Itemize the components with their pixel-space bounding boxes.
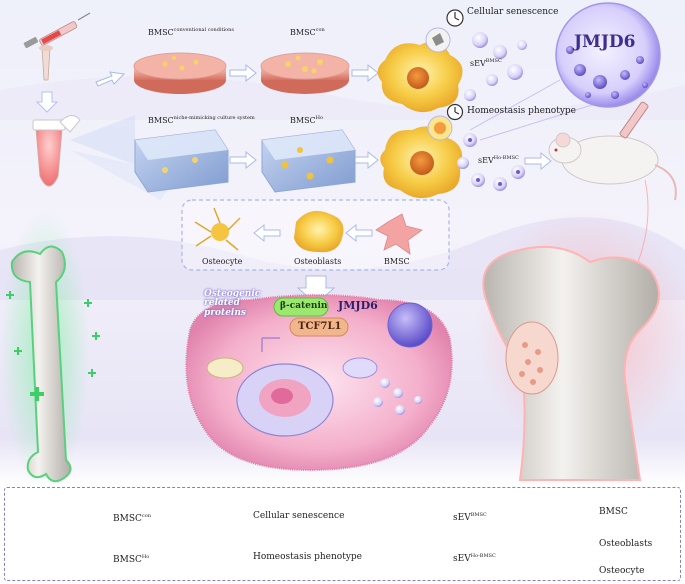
scaffold-niche [134, 129, 229, 193]
tcf7l1-pill [289, 317, 349, 337]
label-ho: BMSCHo [290, 115, 324, 125]
beta-catenin-pill [273, 297, 329, 317]
beta-catenin-label: β-catenin [280, 301, 328, 311]
homeostasis-cell [380, 115, 463, 199]
arrow-right-icon [95, 63, 552, 171]
label-sev-bmsc: sEVBMSC [470, 58, 502, 68]
mouse-icon [548, 101, 677, 331]
senescent-cell [377, 27, 463, 113]
diseased-bone [475, 210, 685, 481]
jmjd6-bubble-label: JMJD6 [574, 32, 636, 52]
healthy-bone [0, 210, 90, 490]
petri-dish-con [260, 52, 350, 94]
bmsc-cell [375, 213, 423, 255]
legend-label-bmsc-ho: BMSCHo [113, 554, 150, 565]
label-osteoblasts: Osteoblasts [294, 257, 342, 266]
legend-label-osteocyte: Osteocyte [599, 566, 645, 576]
legend-label-homeostasis: Homeostasis phenotype [253, 552, 363, 562]
centrifuge-tube-icon [32, 115, 81, 187]
legend-label-osteoblasts: Osteoblasts [599, 539, 653, 549]
legend-box: BMSCcon BMSCHo Cellular senescence Homeo… [4, 487, 681, 581]
legend-label-bmsc: BMSC [599, 507, 628, 517]
arrow-down-icon [35, 91, 59, 113]
label-sev-ho: sEVHo-BMSC [478, 155, 519, 165]
osteogenic-proteins-label: Osteogenic related proteins [204, 289, 261, 318]
label-niche: BMSCniche-mimicking culture system [148, 115, 255, 125]
arrow-left-icon [253, 223, 373, 243]
clock-icon [446, 103, 464, 121]
osteocyte-cell [194, 207, 241, 251]
osteoblast-cell [294, 210, 344, 253]
label-con: BMSCcon [290, 27, 325, 37]
label-conventional: BMSCconventional conditions [148, 27, 234, 37]
clock-icon [446, 9, 464, 27]
syringe-icon [23, 12, 91, 49]
legend-label-bmsc-con: BMSCcon [113, 513, 151, 524]
jmjd6-bubble [469, 2, 661, 141]
label-cellular-senescence: Cellular senescence [467, 7, 559, 17]
scaffold-ho [261, 129, 356, 193]
legend-label-sev-bmsc: sEVBMSC [453, 512, 487, 523]
jmjd6-cell-label: JMJD6 [338, 299, 378, 312]
label-bmsc: BMSC [384, 257, 410, 266]
petri-dish-conventional [133, 52, 227, 94]
vesicle-cluster-bmsc [464, 32, 527, 101]
label-homeostasis-phenotype: Homeostasis phenotype [467, 106, 577, 116]
vesicle-cluster-ho [457, 133, 525, 191]
target-cell [185, 294, 453, 472]
bone-fragment-icon [39, 45, 53, 81]
legend-label-cellular-senescence: Cellular senescence [253, 511, 345, 521]
label-osteocyte: Osteocyte [202, 257, 243, 266]
tcf7l1-label: TCF7L1 [298, 321, 342, 332]
plus-icon [6, 291, 100, 401]
legend-label-sev-ho: sEVHo-BMSC [453, 553, 496, 564]
